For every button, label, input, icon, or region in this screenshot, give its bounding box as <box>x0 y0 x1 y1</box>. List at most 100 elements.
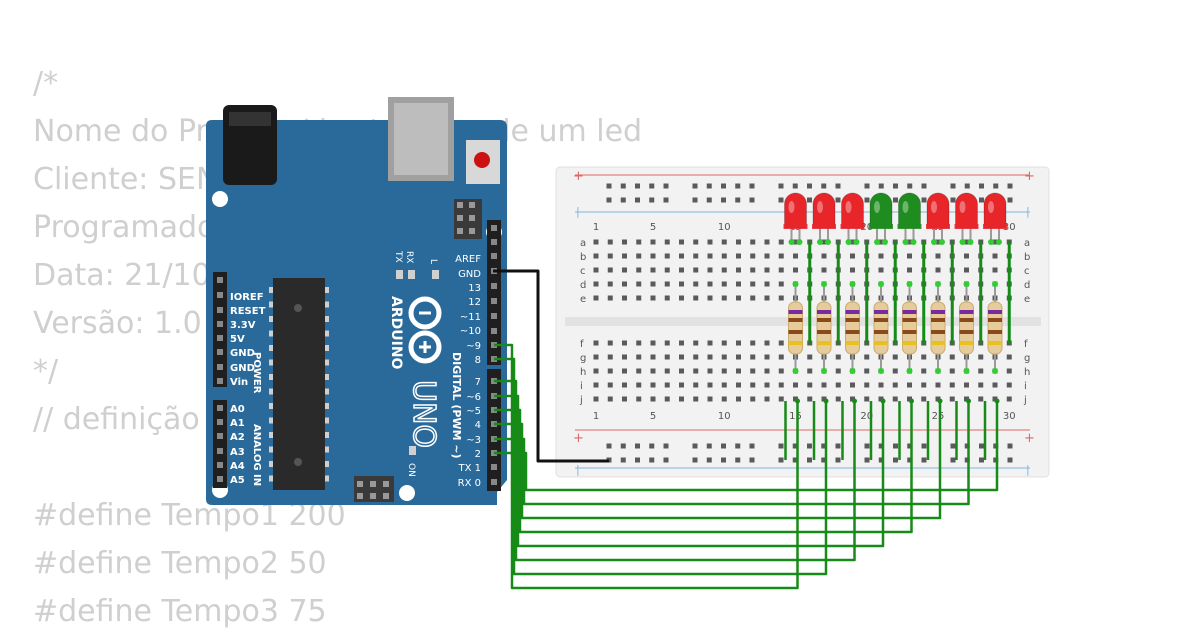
breadboard-hole[interactable] <box>664 354 670 360</box>
power-rail-hole[interactable] <box>706 197 712 203</box>
breadboard-hole[interactable] <box>949 396 955 402</box>
breadboard-hole[interactable] <box>907 382 912 388</box>
power-rail-hole[interactable] <box>649 197 655 203</box>
breadboard-hole[interactable] <box>864 368 870 374</box>
breadboard-hole[interactable] <box>978 368 984 374</box>
breadboard-hole[interactable] <box>992 253 998 259</box>
power-rail-hole[interactable] <box>735 457 741 463</box>
power-rail-hole[interactable] <box>821 183 827 189</box>
breadboard-hole[interactable] <box>607 354 613 360</box>
breadboard-hole[interactable] <box>821 267 827 273</box>
header-pin[interactable] <box>217 364 223 370</box>
breadboard-hole[interactable] <box>921 368 927 374</box>
power-rail-hole[interactable] <box>964 183 970 189</box>
breadboard-hole[interactable] <box>650 382 656 388</box>
power-rail-hole[interactable] <box>721 183 726 189</box>
breadboard-hole[interactable] <box>679 239 684 245</box>
breadboard-hole[interactable] <box>878 239 884 245</box>
power-rail-hole[interactable] <box>721 197 726 203</box>
breadboard-hole[interactable] <box>850 253 855 259</box>
breadboard-hole[interactable] <box>807 354 813 360</box>
power-rail-hole[interactable] <box>921 443 927 449</box>
breadboard-hole[interactable] <box>750 368 756 374</box>
breadboard-hole[interactable] <box>650 239 656 245</box>
power-rail-hole[interactable] <box>735 443 741 449</box>
breadboard-hole[interactable] <box>935 239 941 245</box>
power-rail-hole[interactable] <box>635 443 640 449</box>
breadboard-hole[interactable] <box>607 281 613 287</box>
breadboard-hole[interactable] <box>949 354 955 360</box>
breadboard-hole[interactable] <box>878 253 884 259</box>
header-pin[interactable] <box>491 298 497 304</box>
breadboard-hole[interactable] <box>664 295 670 301</box>
breadboard-hole[interactable] <box>992 382 998 388</box>
power-rail-hole[interactable] <box>749 197 755 203</box>
breadboard-hole[interactable] <box>607 368 613 374</box>
breadboard-hole[interactable] <box>764 253 770 259</box>
breadboard-hole[interactable] <box>707 295 713 301</box>
breadboard-hole[interactable] <box>636 281 642 287</box>
power-rail-hole[interactable] <box>864 443 870 449</box>
breadboard-hole[interactable] <box>707 253 713 259</box>
power-rail-hole[interactable] <box>692 443 698 449</box>
breadboard-hole[interactable] <box>935 396 941 402</box>
breadboard-hole[interactable] <box>593 396 599 402</box>
power-rail-hole[interactable] <box>606 197 612 203</box>
power-rail-hole[interactable] <box>792 443 798 449</box>
breadboard-hole[interactable] <box>664 253 670 259</box>
breadboard-hole[interactable] <box>964 253 969 259</box>
breadboard-hole[interactable] <box>664 340 670 346</box>
breadboard-hole[interactable] <box>707 382 713 388</box>
power-rail-hole[interactable] <box>907 443 913 449</box>
header-pin[interactable] <box>217 335 223 341</box>
power-rail-hole[interactable] <box>721 457 726 463</box>
breadboard-hole[interactable] <box>878 382 884 388</box>
breadboard-hole[interactable] <box>793 239 798 245</box>
breadboard-hole[interactable] <box>736 396 741 402</box>
power-rail-hole[interactable] <box>620 197 626 203</box>
breadboard-hole[interactable] <box>679 368 684 374</box>
power-rail-hole[interactable] <box>1007 443 1013 449</box>
breadboard-hole[interactable] <box>679 253 684 259</box>
breadboard-hole[interactable] <box>593 340 599 346</box>
breadboard-hole[interactable] <box>693 340 699 346</box>
breadboard-hole[interactable] <box>750 382 756 388</box>
header-pin[interactable] <box>491 283 497 289</box>
breadboard-hole[interactable] <box>622 396 627 402</box>
breadboard-hole[interactable] <box>622 368 627 374</box>
breadboard-hole[interactable] <box>622 281 627 287</box>
breadboard-hole[interactable] <box>750 253 756 259</box>
breadboard-hole[interactable] <box>607 396 613 402</box>
power-rail-hole[interactable] <box>893 183 898 189</box>
breadboard-hole[interactable] <box>636 396 642 402</box>
power-rail-hole[interactable] <box>950 457 956 463</box>
breadboard-hole[interactable] <box>636 354 642 360</box>
breadboard-hole[interactable] <box>650 396 656 402</box>
power-rail-hole[interactable] <box>735 183 741 189</box>
breadboard-hole[interactable] <box>892 382 898 388</box>
breadboard-hole[interactable] <box>593 253 599 259</box>
breadboard-hole[interactable] <box>707 368 713 374</box>
breadboard-hole[interactable] <box>764 281 770 287</box>
header-pin[interactable] <box>217 448 223 454</box>
breadboard-hole[interactable] <box>892 396 898 402</box>
power-rail-hole[interactable] <box>807 443 812 449</box>
breadboard-hole[interactable] <box>907 253 912 259</box>
breadboard-hole[interactable] <box>593 382 599 388</box>
power-rail-hole[interactable] <box>835 443 841 449</box>
breadboard-hole[interactable] <box>679 382 684 388</box>
power-rail-hole[interactable] <box>907 457 913 463</box>
breadboard-hole[interactable] <box>807 382 813 388</box>
breadboard-hole[interactable] <box>1006 368 1012 374</box>
breadboard-hole[interactable] <box>850 267 855 273</box>
breadboard-hole[interactable] <box>650 267 656 273</box>
breadboard-hole[interactable] <box>664 239 670 245</box>
breadboard-hole[interactable] <box>693 368 699 374</box>
breadboard-hole[interactable] <box>593 281 599 287</box>
breadboard-hole[interactable] <box>892 354 898 360</box>
breadboard-hole[interactable] <box>793 253 798 259</box>
breadboard-hole[interactable] <box>907 267 912 273</box>
breadboard-hole[interactable] <box>750 354 756 360</box>
power-rail-hole[interactable] <box>635 183 640 189</box>
breadboard-hole[interactable] <box>835 382 841 388</box>
